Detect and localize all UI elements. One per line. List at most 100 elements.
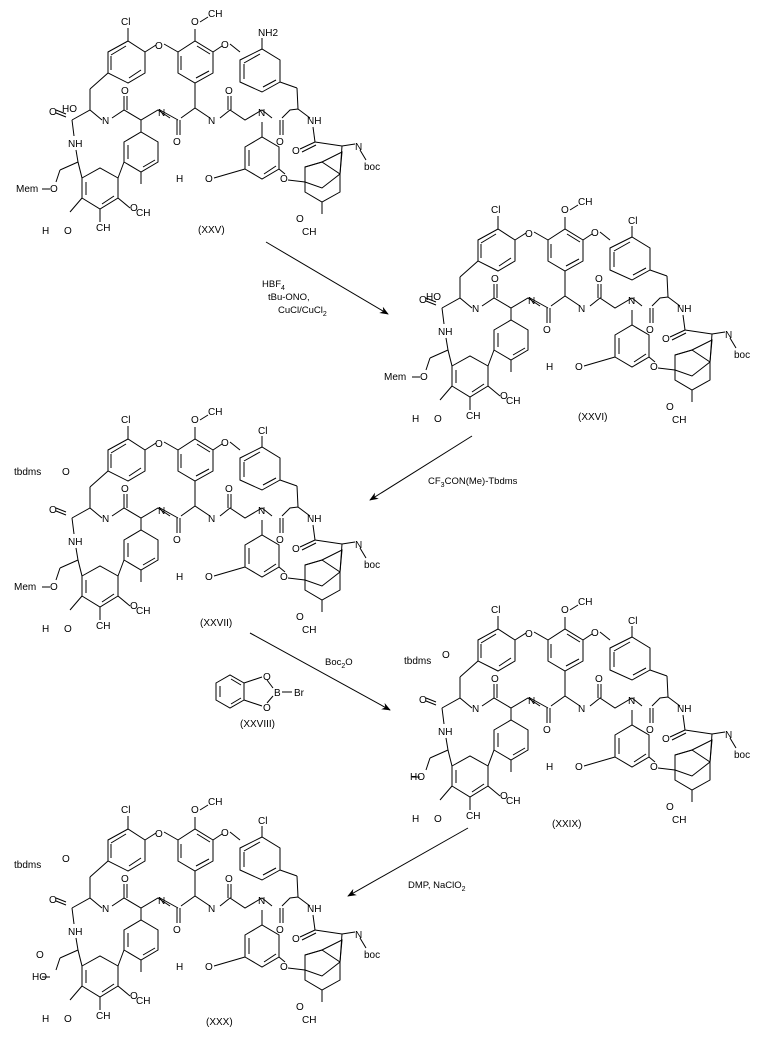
atom-n: N [355, 540, 362, 551]
atom-o: O [500, 391, 508, 402]
atom-h3c: H [412, 414, 419, 425]
reagent-subscript: 2 [341, 663, 345, 670]
compound-label: (XXV) [198, 225, 225, 236]
atom-o: O [155, 41, 163, 52]
atom-cl: Cl [258, 816, 267, 827]
atom-n: N [578, 704, 585, 715]
compound-label: (XXX) [206, 1017, 233, 1028]
atom-ch3: CH [302, 1015, 316, 1026]
atom-n: N [102, 514, 109, 525]
compound-xxix: Cl O O CH O Cl tbdms O O O O N N N N NH … [404, 597, 750, 830]
atom-o: O [666, 802, 674, 813]
atom-ch3: CH [136, 996, 150, 1007]
atom-ch3: CH [466, 411, 480, 422]
atom-cl: Cl [121, 805, 130, 816]
atom-h3c: H [546, 362, 553, 373]
atom-n: N [472, 704, 479, 715]
reagent-subscript: 2 [323, 311, 327, 318]
atom-ch3: CH [302, 625, 316, 636]
atom-o: O [500, 791, 508, 802]
atom-o: O [173, 137, 181, 148]
atom-nh: NH [677, 304, 691, 315]
atom-n: N [628, 696, 635, 707]
atom-o: O [276, 925, 284, 936]
atom-ch3: CH [208, 407, 222, 418]
atom-o: O [225, 484, 233, 495]
atom-o: O [575, 762, 583, 773]
atom-o: O [420, 372, 428, 383]
atom-o: O [543, 725, 551, 736]
compound-label: (XXIX) [552, 819, 581, 830]
atom-n: N [628, 296, 635, 307]
atom-o: O [49, 107, 57, 118]
atom-n: N [355, 930, 362, 941]
atom-nh: NH [438, 727, 452, 738]
atom-h3c: H [412, 814, 419, 825]
atom-o: O [666, 402, 674, 413]
atom-tbdms: tbdms [404, 656, 431, 667]
atom-nh: NH [307, 904, 321, 915]
atom-h3c: H [176, 962, 183, 973]
atom-o: O [221, 438, 229, 449]
atom-o: O [173, 925, 181, 936]
atom-o: O [591, 628, 599, 639]
atom-h3c: H [42, 226, 49, 237]
atom-ch3: CH [136, 208, 150, 219]
atom-o: O [491, 674, 499, 685]
atom-o: O [191, 805, 199, 816]
atom-ch3: CH [506, 396, 520, 407]
reagent-subscript: 3 [441, 482, 445, 489]
atom-nh: NH [68, 537, 82, 548]
atom-n: N [725, 330, 732, 341]
atom-o: O [491, 274, 499, 285]
atom-o: O [650, 762, 658, 773]
atom-n: N [208, 116, 215, 127]
atom-o: O [650, 362, 658, 373]
reagent-subscript: 4 [281, 285, 285, 292]
atom-o: O [575, 362, 583, 373]
atom-o: O [62, 467, 70, 478]
atom-o: O [292, 146, 300, 157]
atom-n: N [472, 304, 479, 315]
atom-boc: boc [734, 750, 750, 761]
atom-o: O [36, 950, 44, 961]
atom-nh: NH [68, 927, 82, 938]
atom-n: N [578, 304, 585, 315]
atom-o: O [595, 274, 603, 285]
atom-o: O [225, 86, 233, 97]
reaction-arrow [347, 827, 469, 897]
reagent-xxviii: O O B Br (XXVIII) [215, 672, 305, 730]
atom-mem: Mem [384, 372, 406, 383]
atom-o: O [263, 703, 271, 714]
atom-h3c: H [42, 624, 49, 635]
atom-o: O [130, 991, 138, 1002]
atom-n: N [158, 108, 165, 119]
reagent-o: O [345, 657, 352, 668]
atom-o: O [419, 695, 427, 706]
atom-o: O [121, 484, 129, 495]
atom-n: N [528, 696, 535, 707]
atom-cl: Cl [491, 205, 500, 216]
atom-o: O [221, 828, 229, 839]
reagent-boc: Boc [325, 657, 342, 668]
atom-n: N [258, 108, 265, 119]
reagent-dmp-naclo: DMP, NaClO [408, 880, 462, 891]
atom-boc: boc [364, 950, 380, 961]
atom-o: O [296, 214, 304, 225]
atom-o: O [276, 137, 284, 148]
atom-nh2: NH2 [258, 28, 278, 39]
atom-cl: Cl [628, 616, 637, 627]
atom-n: N [355, 142, 362, 153]
atom-nh: NH [307, 116, 321, 127]
atom-n: N [208, 514, 215, 525]
atom-o: O [662, 334, 670, 345]
atom-o: O [225, 874, 233, 885]
atom-boc: boc [364, 162, 380, 173]
atom-o: O [419, 295, 427, 306]
atom-ho: HO [410, 772, 425, 783]
atom-n: N [528, 296, 535, 307]
atom-b: B [274, 688, 281, 699]
atom-cl: Cl [258, 426, 267, 437]
atom-ch3: CH [672, 815, 686, 826]
